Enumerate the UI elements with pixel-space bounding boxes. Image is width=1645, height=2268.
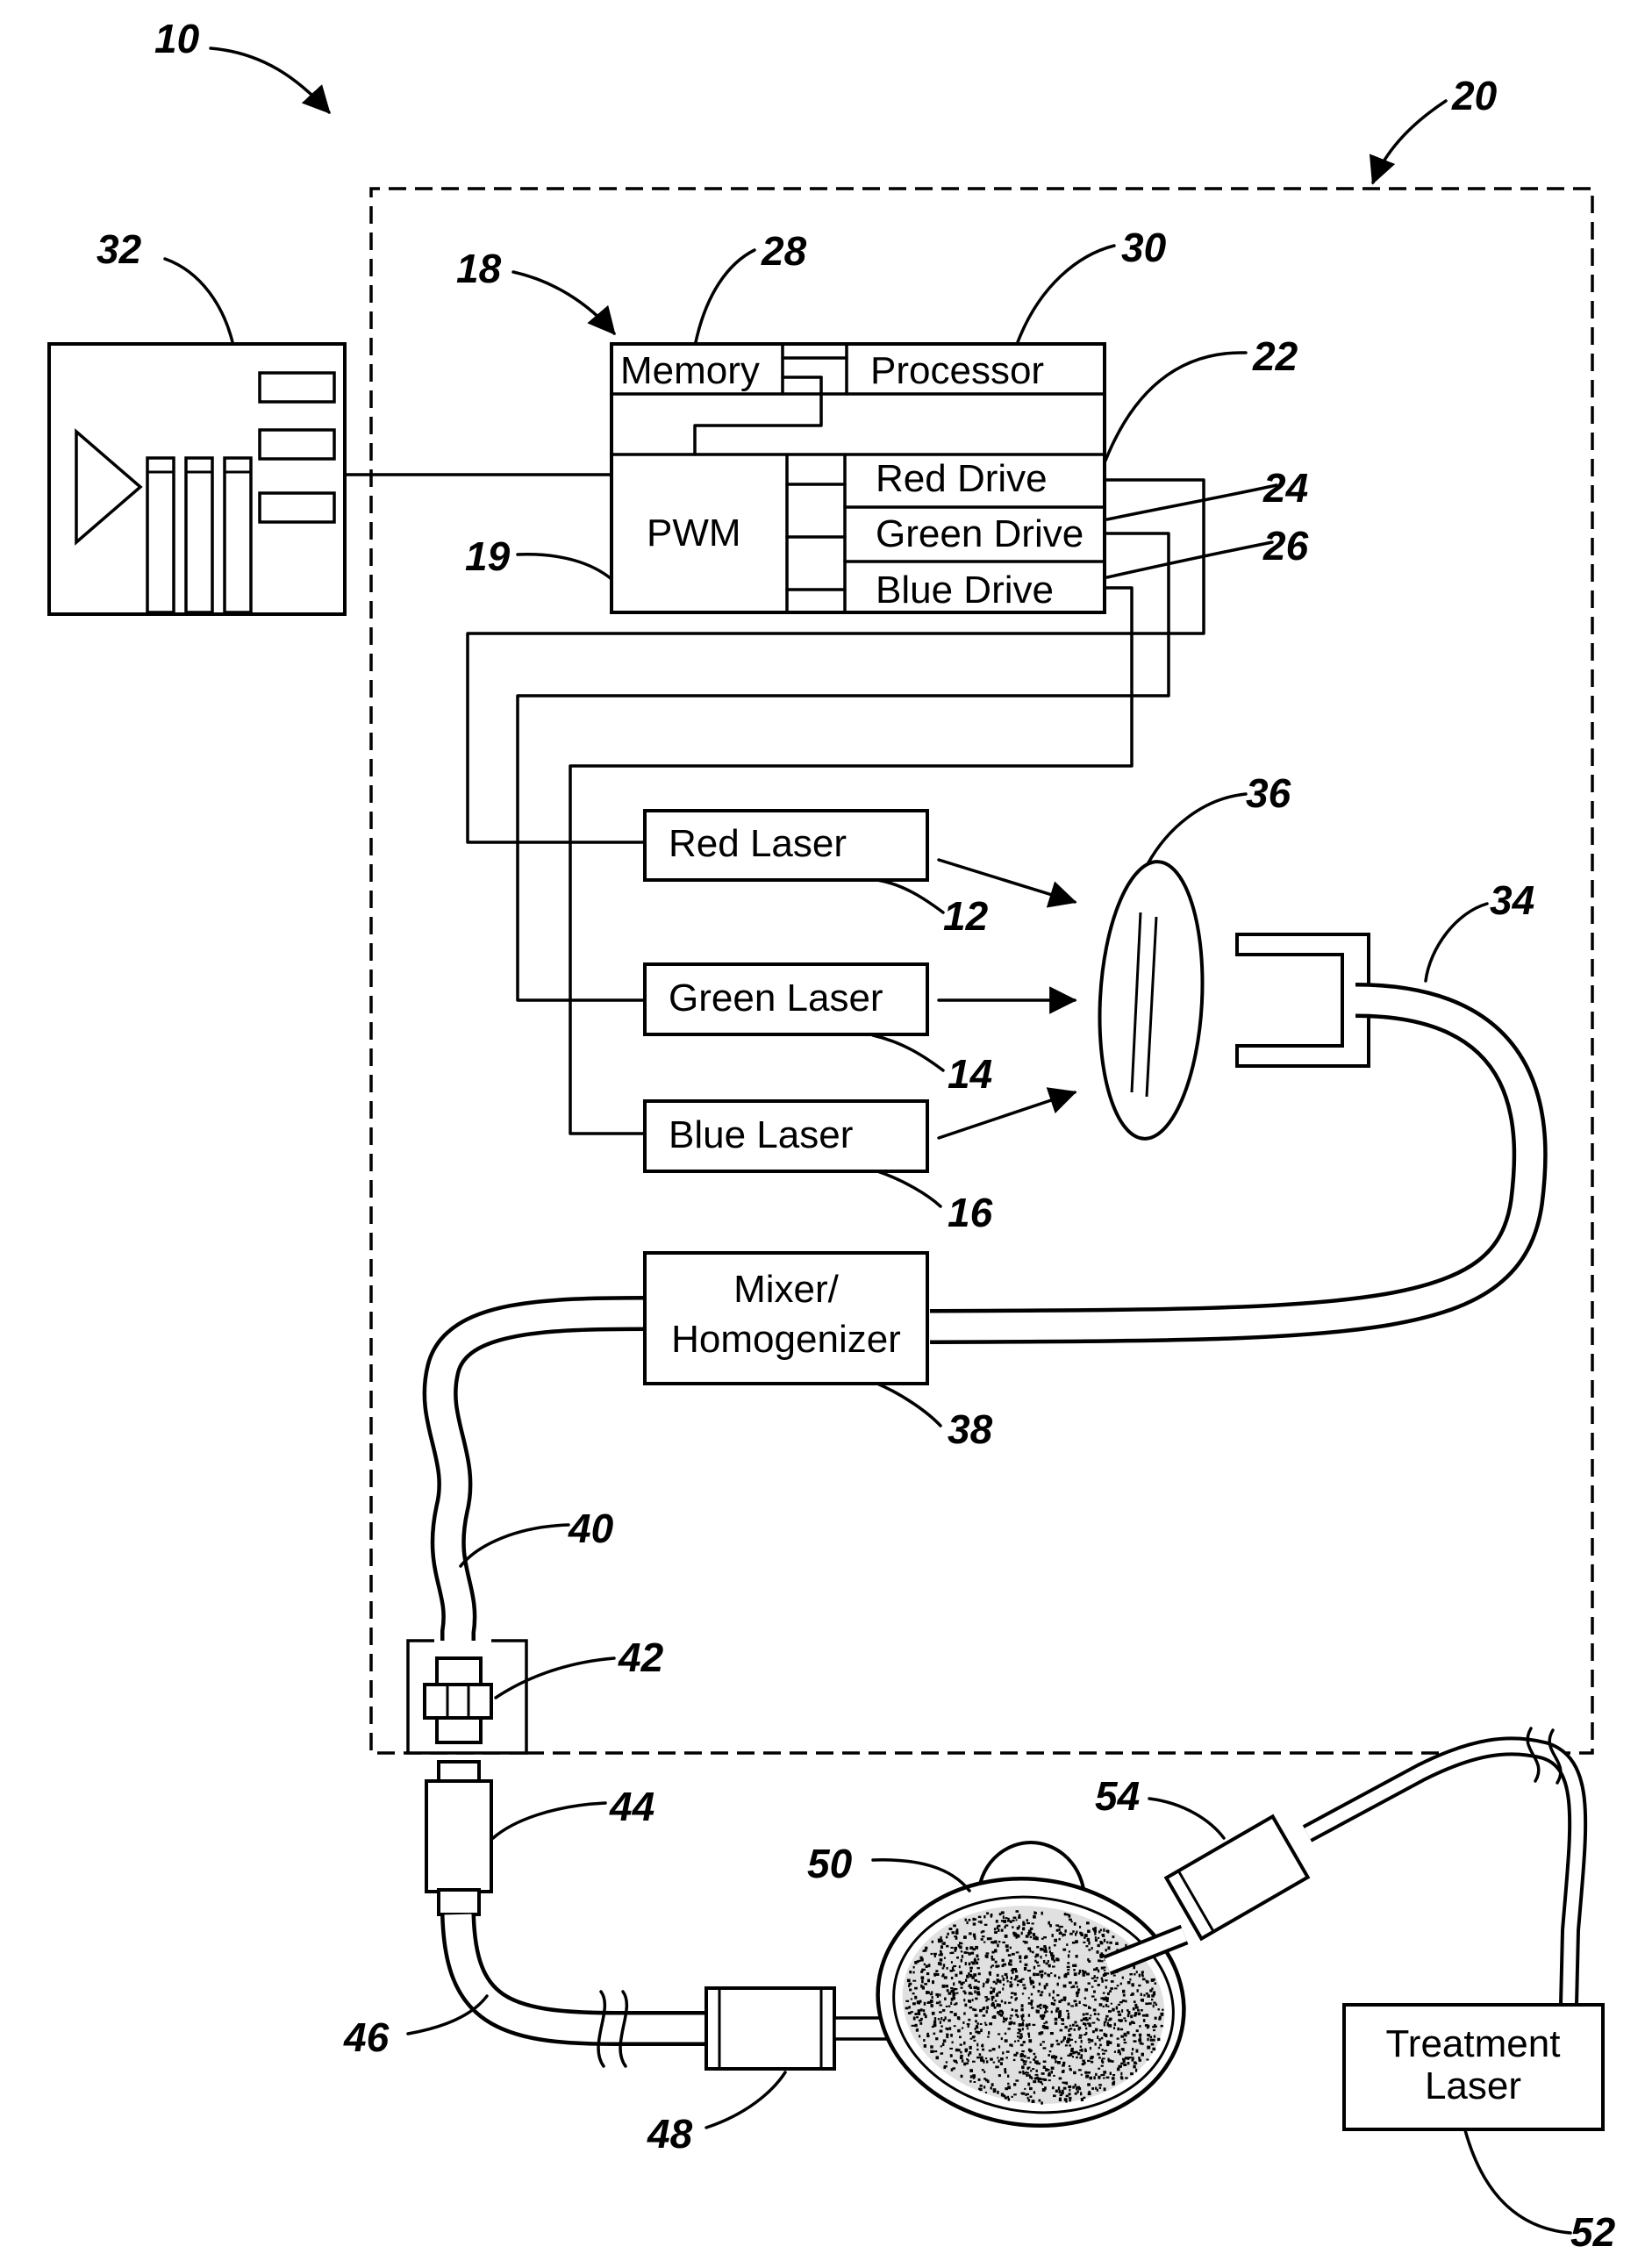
leader-30	[1018, 246, 1114, 342]
ref-50: 50	[807, 1841, 853, 1886]
ref-42: 42	[618, 1635, 664, 1680]
ref-54: 54	[1095, 1773, 1140, 1819]
ref-22: 22	[1252, 333, 1298, 379]
leader-26	[1107, 542, 1272, 577]
ref-32: 32	[97, 226, 142, 272]
connector-42	[408, 1641, 526, 1753]
pwm-label: PWM	[647, 512, 741, 554]
ref-12: 12	[943, 893, 989, 939]
connector-44	[426, 1762, 491, 1914]
ref-20: 20	[1451, 73, 1498, 118]
red-laser-label: Red Laser	[669, 822, 847, 865]
mixer-label-line1: Mixer/	[733, 1268, 840, 1311]
ref-10: 10	[154, 16, 200, 61]
ref-52: 52	[1570, 2209, 1616, 2255]
ref-26: 26	[1262, 523, 1309, 569]
treatment-label-line2: Laser	[1425, 2064, 1521, 2107]
ref-38: 38	[948, 1406, 993, 1452]
ref-30: 30	[1121, 225, 1167, 270]
leader-40	[461, 1525, 569, 1566]
memory-label: Memory	[620, 349, 760, 392]
leader-36	[1148, 794, 1246, 864]
leader-19	[518, 554, 612, 579]
ref-18: 18	[456, 246, 502, 291]
green-laser-label: Green Laser	[669, 977, 883, 1020]
leader-28	[696, 250, 755, 342]
leader-50	[873, 1860, 969, 1891]
ref-44: 44	[609, 1784, 654, 1829]
treatment-label-line1: Treatment	[1386, 2022, 1561, 2065]
leader-24	[1107, 485, 1277, 519]
leader-10	[211, 48, 329, 112]
leader-18	[513, 272, 614, 333]
blue-drive-label: Blue Drive	[876, 569, 1054, 612]
control-panel	[49, 344, 345, 614]
green-drive-label: Green Drive	[876, 512, 1084, 555]
fiber-40	[440, 1313, 649, 1663]
probe-54	[1107, 1816, 1308, 1965]
leader-48	[706, 2072, 785, 2128]
leader-38	[877, 1384, 941, 1426]
leader-22	[1105, 353, 1246, 461]
leader-44	[493, 1803, 605, 1838]
leader-20	[1373, 101, 1446, 182]
blue-laser-label: Blue Laser	[669, 1113, 853, 1156]
fiber-to-treatment-laser	[1307, 1728, 1577, 2005]
blue-beam-arrow	[939, 1092, 1075, 1138]
leader-16	[877, 1171, 941, 1206]
ref-19: 19	[465, 533, 511, 579]
ref-34: 34	[1490, 877, 1534, 923]
lens	[1093, 859, 1209, 1141]
fiber-46	[458, 1914, 706, 2066]
leader-32	[165, 259, 232, 342]
fiber-34	[930, 1000, 1530, 1327]
leader-52	[1465, 2130, 1570, 2233]
ref-48: 48	[647, 2111, 693, 2157]
leader-14	[873, 1035, 943, 1070]
ref-40: 40	[568, 1506, 614, 1551]
ref-46: 46	[343, 2014, 390, 2060]
leader-34	[1426, 904, 1487, 981]
ref-16: 16	[948, 1190, 993, 1235]
leader-54	[1149, 1799, 1224, 1838]
ref-36: 36	[1246, 770, 1291, 816]
ref-28: 28	[761, 228, 807, 274]
fiber-coupler	[1237, 934, 1369, 1066]
processor-label: Processor	[870, 349, 1044, 392]
red-drive-label: Red Drive	[876, 457, 1048, 500]
leader-12	[877, 880, 943, 912]
ref-24: 24	[1262, 465, 1308, 511]
ref-14: 14	[948, 1051, 992, 1097]
mixer-label-line2: Homogenizer	[671, 1318, 901, 1361]
